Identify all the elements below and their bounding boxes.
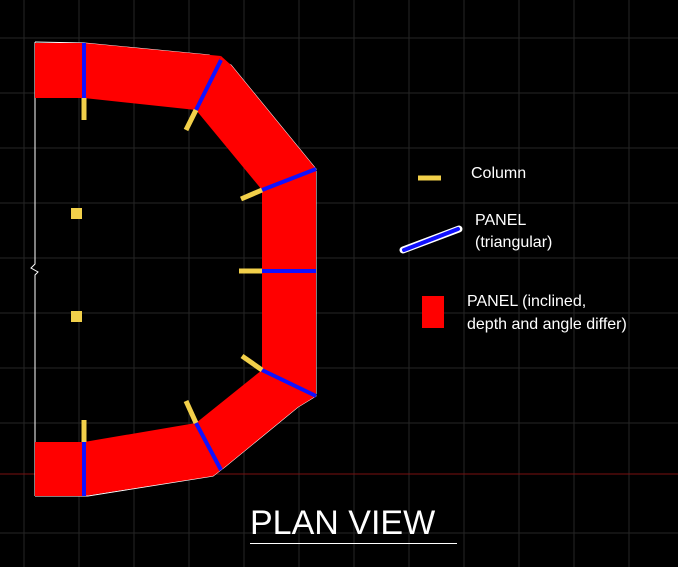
columns — [71, 98, 264, 442]
legend-inclined-label-line1: PANEL (inclined, — [467, 293, 587, 310]
inclined-panels — [35, 43, 316, 496]
panel-inclined-top — [84, 43, 221, 110]
panel-triangular-3 — [261, 167, 317, 192]
panel-inclined-right — [262, 169, 316, 396]
panel-inclined-top-right — [196, 56, 316, 190]
triangular-panels — [82, 43, 317, 496]
title-underline — [250, 543, 457, 544]
panel-inclined-bottom-right — [196, 370, 316, 470]
column-bottom-right — [240, 353, 264, 373]
panel-inclined-bottom — [84, 423, 221, 496]
legend-triangular-label-line2: (triangular) — [475, 234, 553, 251]
legend-triangular-label-line1: PANEL — [475, 212, 527, 229]
legend-symbols — [399, 175, 463, 328]
legend-triangular-panel-swatch — [402, 227, 460, 252]
column-top — [183, 108, 199, 132]
column-bottom — [183, 399, 199, 425]
column-interior-lower — [71, 311, 82, 322]
panel-inclined-top-left — [35, 43, 84, 98]
legend-column-label: Column — [471, 165, 527, 182]
column-interior-upper — [71, 208, 82, 219]
panel-triangular-6 — [194, 422, 223, 471]
drawing-title: PLAN VIEW — [250, 504, 436, 542]
legend-inclined-label-line2: depth and angle differ) — [467, 316, 627, 333]
panel-triangular-2 — [194, 59, 223, 111]
panel-triangular-5 — [261, 368, 317, 398]
column-top-right — [240, 187, 263, 202]
panel-inclined-bottom-left — [35, 442, 84, 496]
legend-inclined-panel-swatch — [422, 296, 444, 328]
